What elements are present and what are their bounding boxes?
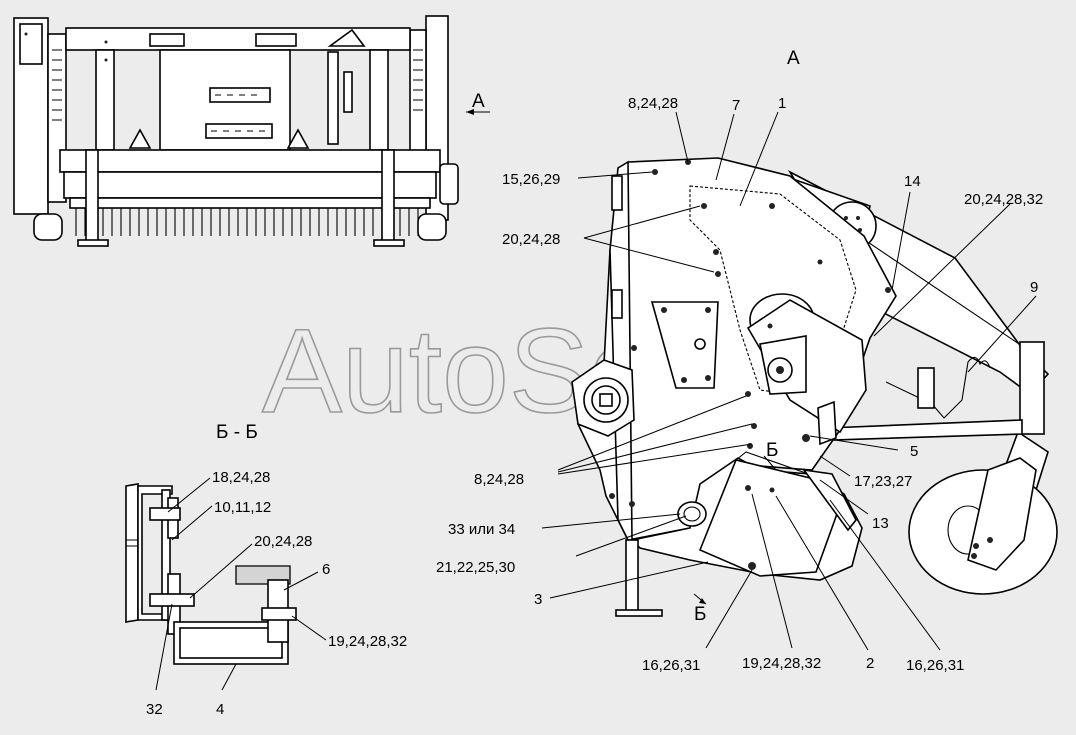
section-callout-10-11-12: 10,11,12 [214,499,271,516]
callout-19-24-28-32-bottom: 19,24,28,32 [742,655,821,672]
callout-labels: А Б - Б Б Б 8,24,28 7 1 15,26,29 20,24,2… [146,48,1043,718]
callout-16-26-31-right: 16,26,31 [906,657,964,674]
section-callout-18-24-28: 18,24,28 [212,469,270,486]
callout-13: 13 [872,515,889,532]
callout-8-24-28-mid: 8,24,28 [474,471,524,488]
callout-33-34: 33 или 34 [448,521,515,538]
side-view [571,157,1058,617]
section-callout-4: 4 [216,701,224,718]
callout-1: 1 [778,95,786,112]
section-title: Б - Б [216,422,258,443]
callout-8-24-28-top: 8,24,28 [628,95,678,112]
section-callout-20-24-28: 20,24,28 [254,533,312,550]
view-a-arrow: А [466,91,490,115]
callout-5: 5 [910,443,918,460]
callout-14: 14 [904,173,921,190]
callout-20-24-28-left: 20,24,28 [502,231,560,248]
section-mark-upper: Б [766,440,778,461]
section-callout-32: 32 [146,701,163,718]
section-callout-6: 6 [322,561,330,578]
callout-20-24-28-32: 20,24,28,32 [964,191,1043,208]
callout-3: 3 [534,591,542,608]
callout-16-26-31-left: 16,26,31 [642,657,700,674]
callout-7: 7 [732,97,740,114]
callout-15-26-29: 15,26,29 [502,171,560,188]
callout-2: 2 [866,655,874,672]
leader-lines [155,111,1037,691]
section-mark-lower: Б [694,604,706,625]
callout-21-22-25-30: 21,22,25,30 [436,559,515,576]
callout-9: 9 [1030,279,1038,296]
section-b-b [125,483,297,665]
section-callout-19-24-28-32: 19,24,28,32 [328,633,407,650]
callout-17-23-27: 17,23,27 [854,473,912,490]
front-view [13,15,459,247]
view-a-label: А [472,91,485,112]
view-a-title: А [787,48,800,69]
